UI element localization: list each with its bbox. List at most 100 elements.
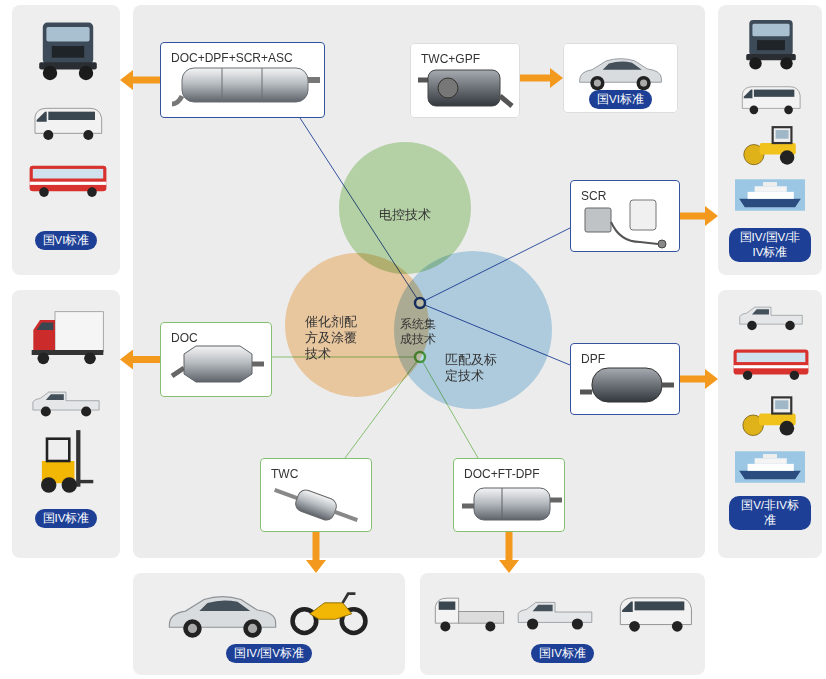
vehicle-icons: [32, 312, 104, 365]
doc-ft-dpf-image: [462, 488, 562, 520]
aftertreatment-part-images: [172, 68, 674, 530]
vehicle-icons: [744, 127, 796, 165]
arrow-head: [705, 206, 718, 226]
dpf-image: [662, 383, 674, 388]
twc-image: [293, 488, 338, 522]
orange-arrow: [120, 350, 160, 370]
product-box: DPF: [570, 343, 680, 415]
orange-arrow: [520, 68, 563, 88]
vehicle-panel: 国IV标准: [12, 290, 120, 558]
product-box: TWC+GPF: [410, 43, 520, 118]
product-box: DOC: [160, 322, 272, 397]
vehicle-panel: 国V/非IV标准: [718, 290, 822, 558]
standard-badge: 国VI标准: [35, 231, 98, 250]
arrow-shaft: [132, 356, 160, 363]
vehicle-icons: [30, 166, 107, 197]
panel-grounds: [420, 573, 705, 675]
vehicle-icons: [743, 397, 796, 435]
arrow-shaft: [506, 532, 513, 561]
box-grounds: [563, 43, 678, 113]
technology-name: 匹配及标定技术: [445, 352, 497, 384]
product-name: DOC+FT-DPF: [464, 467, 540, 481]
orange-arrow: [306, 532, 326, 573]
arrow-shaft: [680, 213, 706, 220]
arrow-head: [550, 68, 563, 88]
orange-arrow: [680, 206, 718, 226]
product-name: TWC+GPF: [421, 52, 480, 66]
arrow-shaft: [313, 532, 320, 561]
standard-badge: 国IV标准: [35, 509, 98, 528]
orange-arrow: [120, 70, 160, 90]
vehicle-panel: 国IV/国V/非IV标准: [718, 5, 822, 275]
box-grounds: [570, 180, 680, 252]
doc-dpf-scr-asc-image: [182, 68, 308, 102]
standard-badge: 国V/非IV标准: [729, 496, 811, 530]
scr-image: [585, 200, 666, 248]
panel-grounds: [718, 290, 822, 558]
vehicle-icons: [735, 451, 805, 483]
box-grounds: [453, 458, 565, 532]
standard-badge: 国IV/国V/非IV标准: [729, 228, 811, 262]
arrow-head: [705, 369, 718, 389]
vehicle-icons: [620, 598, 691, 632]
doc-image: [252, 362, 264, 367]
doc-dpf-scr-asc-image: [172, 96, 182, 104]
scr-image: [658, 240, 666, 248]
arrow-shaft: [520, 75, 551, 82]
twc-gpf-image: [438, 78, 458, 98]
product-box: DOC+DPF+SCR+ASC: [160, 42, 325, 118]
product-box: TWC: [260, 458, 372, 532]
panel-grounds: [12, 290, 120, 558]
doc-dpf-scr-asc-image: [308, 77, 320, 83]
panel-grounds: [12, 5, 120, 275]
product-name: SCR: [581, 189, 606, 203]
vehicle-icons: [30, 20, 809, 638]
doc-ft-dpf-image: [550, 498, 562, 503]
twc-image: [271, 480, 361, 531]
twc-gpf-image: [500, 96, 512, 106]
product-box: DOC+FT-DPF: [453, 458, 565, 532]
doc-ft-dpf-image: [502, 488, 503, 520]
twc-image: [335, 512, 358, 520]
vehicle-icons: [169, 597, 275, 638]
vehicle-icons: [580, 59, 662, 91]
dpf-image: [580, 368, 674, 402]
vehicle-icons: [746, 20, 796, 70]
technology-name: 催化剂配方及涂覆技术: [305, 314, 369, 362]
orange-arrow: [680, 369, 718, 389]
panel-grounds: [133, 573, 405, 675]
box-grounds: [160, 322, 272, 397]
scr-image: [630, 200, 656, 230]
vehicle-icons: [35, 108, 102, 140]
arrow-head: [120, 350, 133, 370]
box-grounds: [260, 458, 372, 532]
doc-dpf-scr-asc-image: [172, 68, 320, 104]
box-grounds: [410, 43, 520, 118]
arrow-head: [120, 70, 133, 90]
standard-badge: 国IV/国V标准: [226, 644, 312, 663]
dpf-image: [592, 368, 662, 402]
arrow-shaft: [680, 376, 706, 383]
product-name: DOC+DPF+SCR+ASC: [171, 51, 293, 65]
vehicle-icons: [518, 602, 592, 629]
doc-ft-dpf-image: [474, 488, 550, 520]
standard-badge: 国VI标准: [589, 90, 652, 109]
vehicle-icons: [33, 392, 99, 416]
twc-image: [275, 490, 298, 498]
panel-grounds: [133, 5, 705, 558]
product-name: DPF: [581, 352, 605, 366]
vehicle-box: 国VI标准: [563, 43, 678, 113]
box-grounds: [160, 42, 325, 118]
arrow-shaft: [132, 77, 160, 84]
vehicle-panel: 国IV/国V标准: [133, 573, 405, 675]
vehicle-icons: [742, 87, 800, 114]
vehicle-panel: 国VI标准: [12, 5, 120, 275]
scr-image: [611, 222, 658, 244]
integration-label: 系统集成技术: [397, 317, 439, 347]
dpf-image: [580, 390, 592, 395]
panel-grounds: [718, 5, 822, 275]
twc-gpf-image: [418, 70, 512, 106]
vehicle-icons: [435, 598, 503, 631]
arrow-head: [499, 560, 519, 573]
